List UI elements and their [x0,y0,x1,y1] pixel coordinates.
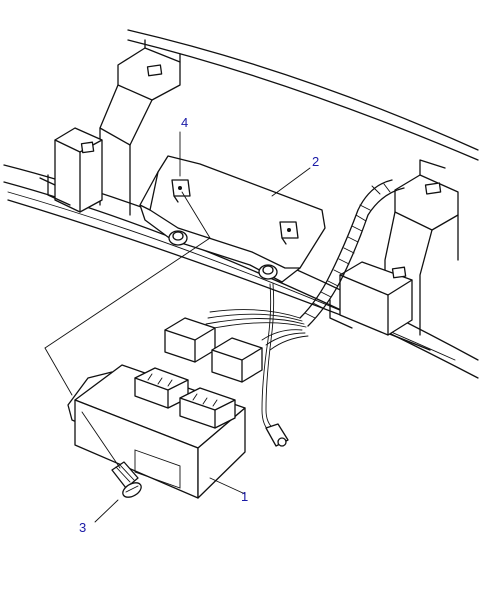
screw [111,461,142,498]
earth-terminal [265,423,289,447]
callout-1: 1 [241,489,248,504]
right-lower-bracket [329,261,413,336]
mounting-plate [139,155,326,283]
callout-3: 3 [79,520,86,535]
harness-plug-left [164,317,216,363]
leader-lines [44,131,311,523]
callout-2: 2 [312,154,319,169]
nut-left [168,230,188,246]
nut-right [258,264,278,280]
harness-plug-right [211,337,263,383]
control-unit [67,364,246,499]
callout-4: 4 [181,115,188,130]
wiring-harness [203,179,405,433]
left-lower-bracket [39,127,103,213]
left-upper-bracket [99,39,181,216]
